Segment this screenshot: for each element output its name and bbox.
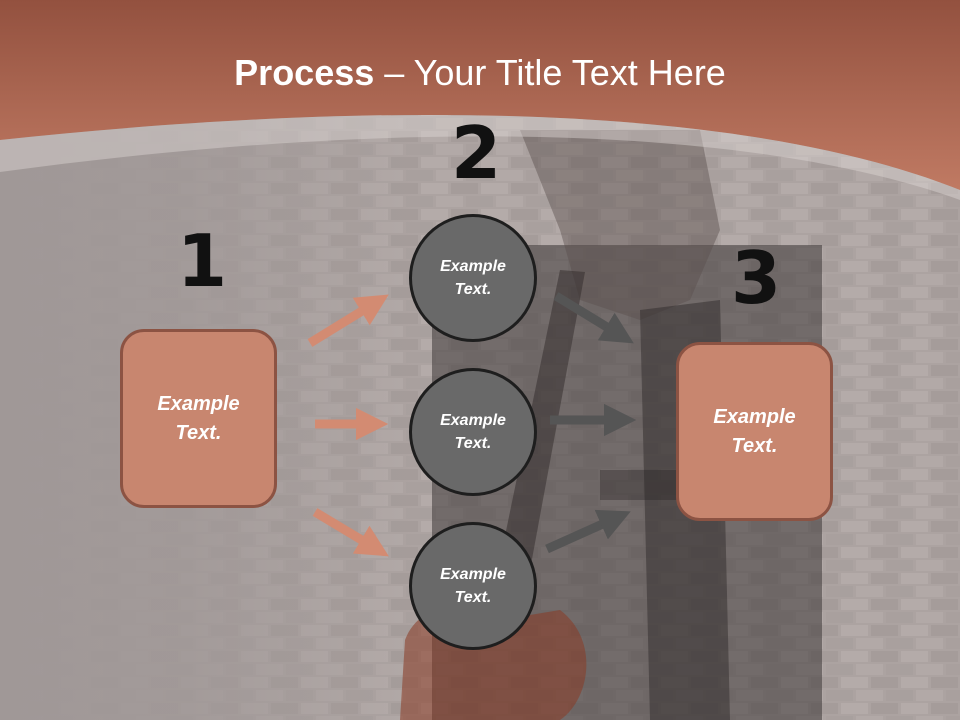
circle-middle-label: Example Text. xyxy=(440,412,506,452)
arrow-from-top-circle xyxy=(553,292,634,344)
circle-bottom-label: Example Text. xyxy=(440,566,506,606)
circle-bottom[interactable]: Example Text. xyxy=(409,522,537,650)
step-1-box[interactable]: Example Text. xyxy=(120,329,277,508)
arrow-to-bottom-circle xyxy=(312,508,389,557)
step-1-label: Example Text. xyxy=(157,392,240,444)
step-number-2: 2 xyxy=(451,111,502,195)
step-3-box[interactable]: Example Text. xyxy=(676,342,833,521)
arrow-from-bottom-circle xyxy=(545,509,631,554)
circle-top[interactable]: Example Text. xyxy=(409,214,537,342)
slide-title: Process – Your Title Text Here xyxy=(0,52,960,94)
step-3-label: Example Text. xyxy=(713,405,796,457)
circle-middle[interactable]: Example Text. xyxy=(409,368,537,496)
title-rest-part: – Your Title Text Here xyxy=(374,52,726,93)
circle-top-label: Example Text. xyxy=(440,258,506,298)
arrow-to-top-circle xyxy=(307,294,389,347)
title-bold-part: Process xyxy=(234,52,375,93)
step-number-1: 1 xyxy=(177,219,228,303)
step-number-3: 3 xyxy=(731,236,782,320)
